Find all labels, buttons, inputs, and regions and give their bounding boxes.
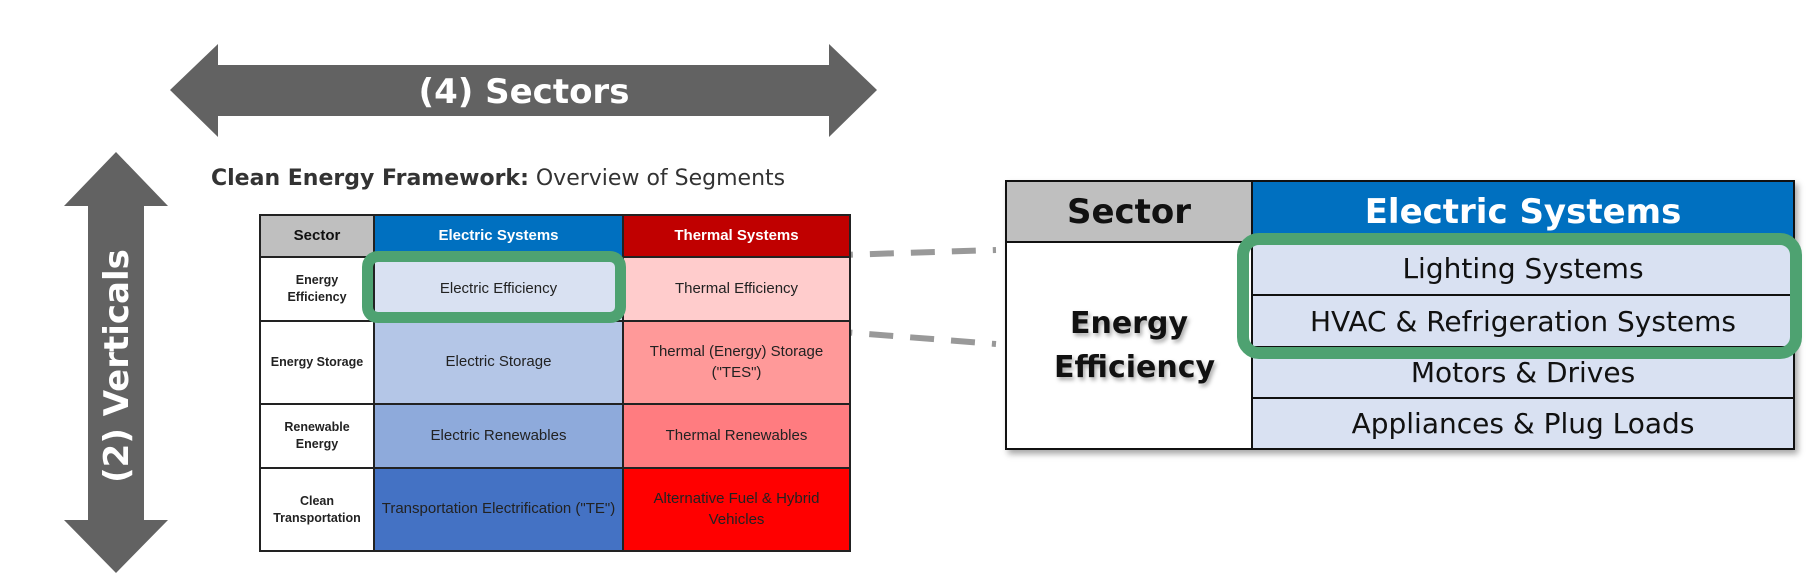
detail-header-electric-systems: Electric Systems [1251, 180, 1795, 243]
item-lighting-systems: Lighting Systems [1251, 241, 1795, 296]
cell-thermal-efficiency: Thermal Efficiency [622, 256, 851, 322]
vertical-energy-efficiency: Energy Efficiency [259, 256, 375, 322]
cell-electric-renewables: Electric Renewables [373, 403, 624, 469]
vertical-clean-transportation: Clean Transportation [259, 467, 375, 552]
verticals-double-arrow [64, 152, 168, 573]
framework-table: Sector Electric Systems Thermal Systems … [259, 214, 851, 552]
header-thermal-systems: Thermal Systems [622, 214, 851, 258]
item-appliances-plug-loads: Appliances & Plug Loads [1251, 397, 1795, 450]
sectors-arrow-label: (4) Sectors [419, 72, 630, 112]
table-row: Energy Efficiency Electric Efficiency Th… [259, 256, 851, 322]
header-electric-systems: Electric Systems [373, 214, 624, 258]
framework-title: Clean Energy Framework: Overview of Segm… [211, 166, 785, 191]
cell-thermal-storage: Thermal (Energy) Storage ("TES") [622, 320, 851, 405]
verticals-arrow-label: (2) Verticals [97, 249, 137, 483]
cell-electric-storage: Electric Storage [373, 320, 624, 405]
detail-table: Sector Electric Systems Energy Efficienc… [1005, 180, 1795, 450]
detail-header-row: Sector Electric Systems [1005, 180, 1795, 243]
table-row: Energy Storage Electric Storage Thermal … [259, 320, 851, 405]
sectors-double-arrow [170, 44, 877, 137]
cell-thermal-renewables: Thermal Renewables [622, 403, 851, 469]
detail-vertical-label: Energy Efficiency [1054, 306, 1216, 385]
table-row: Renewable Energy Electric Renewables The… [259, 403, 851, 469]
cell-alternative-fuel: Alternative Fuel & Hybrid Vehicles [622, 467, 851, 552]
vertical-renewable-energy: Renewable Energy [259, 403, 375, 469]
cell-transportation-electrification: Transportation Electrification ("TE") [373, 467, 624, 552]
detail-vertical-energy-efficiency: Energy Efficiency [1005, 241, 1253, 450]
header-sector: Sector [259, 214, 375, 258]
list-item: Energy Efficiency Lighting Systems [1005, 241, 1795, 450]
list-item: HVAC & Refrigeration Systems [1006, 294, 1795, 348]
cell-electric-efficiency: Electric Efficiency [373, 256, 624, 322]
vertical-energy-storage: Energy Storage [259, 320, 375, 405]
framework-title-regular: Overview of Segments [528, 166, 786, 191]
table-row: Clean Transportation Transportation Elec… [259, 467, 851, 552]
list-item: Appliances & Plug Loads [1006, 397, 1795, 450]
item-hvac-refrigeration: HVAC & Refrigeration Systems [1251, 294, 1795, 348]
framework-title-bold: Clean Energy Framework: [211, 166, 529, 191]
detail-header-sector: Sector [1005, 180, 1253, 243]
item-motors-drives: Motors & Drives [1251, 346, 1795, 399]
framework-header-row: Sector Electric Systems Thermal Systems [259, 214, 851, 258]
